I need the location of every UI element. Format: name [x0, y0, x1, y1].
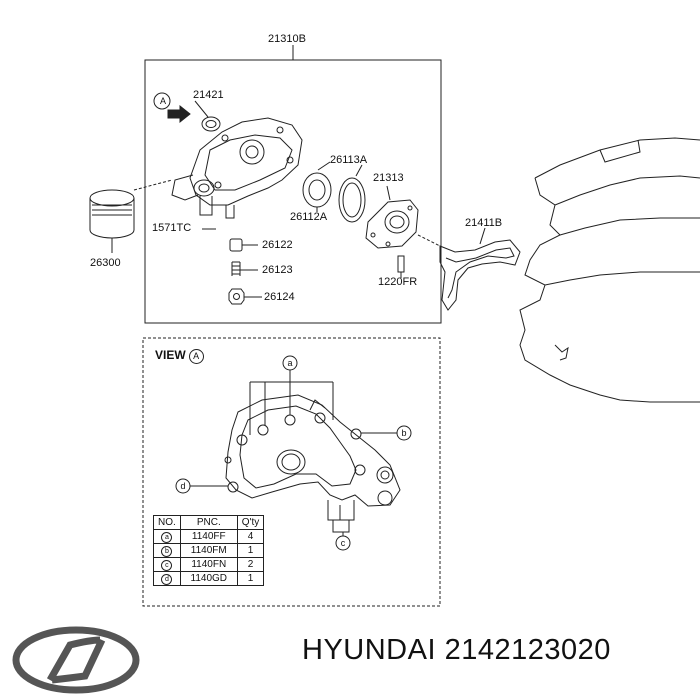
callout-d: d [180, 481, 186, 491]
label-26112a: 26112A [290, 211, 328, 223]
table-row: a 1140FF 4 [153, 529, 265, 544]
row-qty: 1 [236, 571, 265, 586]
seal-21421 [201, 116, 221, 132]
hyundai-logo [12, 626, 140, 694]
row-marker: b [161, 545, 173, 557]
header-qty: Q'ty [236, 515, 265, 530]
row-no: c [153, 557, 181, 572]
leader-21421 [194, 100, 209, 118]
label-1220fr: 1220FR [378, 276, 418, 288]
inner-rotor-26112a [302, 172, 332, 208]
table-row: d 1140GD 1 [153, 571, 265, 586]
gasket-21411b [439, 239, 521, 311]
row-pnc: 1140FM [179, 543, 238, 558]
row-marker: d [161, 573, 173, 585]
label-26113a: 26113A [330, 154, 368, 166]
table-row: c 1140FN 2 [153, 557, 265, 572]
engine-block [519, 137, 700, 403]
callout-a: a [287, 358, 293, 368]
row-no: a [153, 529, 181, 544]
label-21313: 21313 [373, 172, 404, 184]
header-no: NO. [153, 515, 181, 530]
label-view-marker: A [159, 96, 166, 106]
row-marker: a [161, 531, 173, 543]
label-21310b: 21310B [268, 33, 306, 45]
label-26122: 26122 [262, 239, 293, 251]
row-qty: 4 [236, 529, 265, 544]
oil-pump-body [171, 117, 303, 219]
label-1571tc: 1571TC [152, 222, 192, 234]
parts-table: NO. PNC. Q'ty a 1140FF 4 b 1140FM 1 c 11… [153, 515, 265, 586]
view-arrow [167, 104, 191, 124]
row-no: d [153, 571, 181, 586]
parts-table-header: NO. PNC. Q'ty [153, 515, 265, 530]
row-pnc: 1140FF [179, 529, 238, 544]
spring-26123 [231, 261, 241, 276]
header-pnc: PNC. [179, 515, 238, 530]
row-pnc: 1140GD [179, 571, 238, 586]
oil-filter-26300 [89, 189, 135, 239]
view-leaders [175, 355, 412, 551]
label-26124: 26124 [264, 291, 295, 303]
table-row: b 1140FM 1 [153, 543, 265, 558]
brand-part-number: HYUNDAI 2142123020 [302, 634, 611, 666]
label-21421: 21421 [193, 89, 224, 101]
label-26300: 26300 [90, 257, 121, 269]
callout-c: c [340, 538, 346, 548]
callout-b: b [401, 428, 407, 438]
label-26123: 26123 [262, 264, 293, 276]
view-marker-circle [153, 92, 171, 110]
row-marker: c [161, 559, 173, 571]
plunger-26122 [229, 238, 243, 252]
view-a-drawing [224, 394, 401, 533]
row-no: b [153, 543, 181, 558]
row-pnc: 1140FN [179, 557, 238, 572]
row-qty: 2 [236, 557, 265, 572]
view-title-marker: A [188, 349, 204, 364]
view-title-text: VIEW [155, 348, 186, 362]
plug-26124 [228, 288, 245, 305]
leader-26113a-inner [317, 161, 331, 171]
pump-cover-21313 [365, 199, 419, 249]
outer-rotor-26113a [338, 177, 366, 223]
view-frame [142, 337, 441, 607]
label-21411b: 21411B [465, 217, 503, 229]
screw-1220fr [397, 255, 405, 273]
row-qty: 1 [236, 543, 265, 558]
